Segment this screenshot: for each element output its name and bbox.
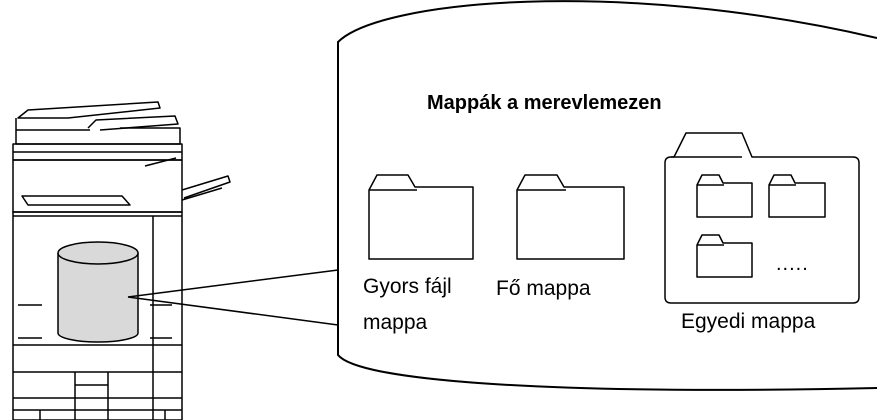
sub-folder-icon	[696, 234, 753, 278]
printer-icon	[12, 101, 231, 420]
callout-bubble	[337, 0, 877, 391]
diagram-title: Mappák a merevlemezen	[427, 92, 662, 114]
quick-file-folder-icon	[368, 174, 474, 260]
sub-folder-icon	[768, 174, 826, 218]
custom-folder-label: Egyedi mappa	[681, 310, 816, 333]
quick-file-folder-label-line2: mappa	[363, 311, 428, 334]
main-folder-label: Fő mappa	[496, 277, 591, 300]
sub-folder-icon	[696, 174, 753, 218]
callout-pointer	[127, 269, 339, 326]
custom-folder-icon	[664, 132, 860, 304]
hard-disk-cylinder-icon	[57, 241, 139, 343]
more-folders-ellipsis: .....	[776, 253, 809, 275]
main-folder-icon	[516, 174, 625, 260]
quick-file-folder-label-line1: Gyors fájl	[363, 275, 452, 298]
